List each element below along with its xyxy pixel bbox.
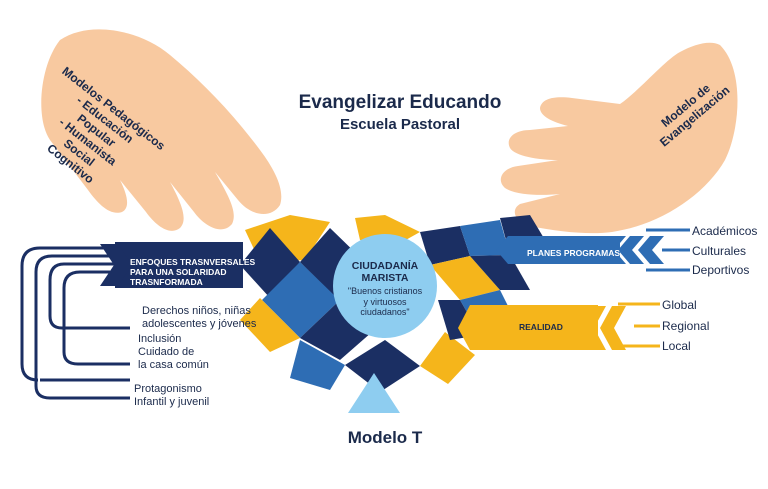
left-bracket: [20, 246, 130, 400]
realidad-bracket: [618, 302, 660, 348]
central-knot: [240, 215, 545, 392]
realidad-item: Global: [662, 298, 697, 312]
center-title: CIUDADANÍA MARISTA: [351, 260, 419, 284]
enfoque-item: Derechos niños, niñas adolescentes y jóv…: [142, 305, 257, 330]
planes-arrows: [600, 236, 664, 264]
left-banner-arrow: [100, 244, 132, 286]
center-circle: [333, 234, 437, 338]
left-hand: [41, 29, 282, 231]
enfoque-item: Cuidado de la casa común: [138, 346, 209, 371]
right-hand: [500, 42, 738, 234]
main-title: Evangelizar Educando: [298, 92, 502, 113]
model-t-triangle: [348, 373, 400, 413]
planes-label: PLANES PROGRAMAS: [527, 248, 621, 258]
planes-item: Académicos: [692, 224, 758, 238]
enfoque-item: Inclusión: [138, 333, 182, 345]
enfoque-item: Protagonismo Infantil y juvenil: [134, 383, 210, 408]
bottom-label: Modelo T: [347, 428, 423, 447]
realidad-item: Regional: [662, 319, 710, 333]
realidad-item: Local: [662, 339, 691, 353]
planes-item: Deportivos: [692, 263, 750, 277]
planes-bracket: [646, 228, 690, 272]
enfoques-label: ENFOQUES TRASNVERSALES PARA UNA SOLARIDA…: [130, 257, 256, 287]
planes-item: Culturales: [692, 244, 747, 258]
planes-banner: [496, 236, 620, 264]
enfoques-banner: [115, 242, 243, 288]
realidad-banner: [458, 305, 598, 350]
realidad-label: REALIDAD: [519, 322, 563, 332]
center-subtitle: "Buenos cristianos y virtuosos ciudadano…: [347, 286, 423, 317]
realidad-arrows: [580, 306, 626, 350]
main-subtitle: Escuela Pastoral: [339, 116, 461, 133]
